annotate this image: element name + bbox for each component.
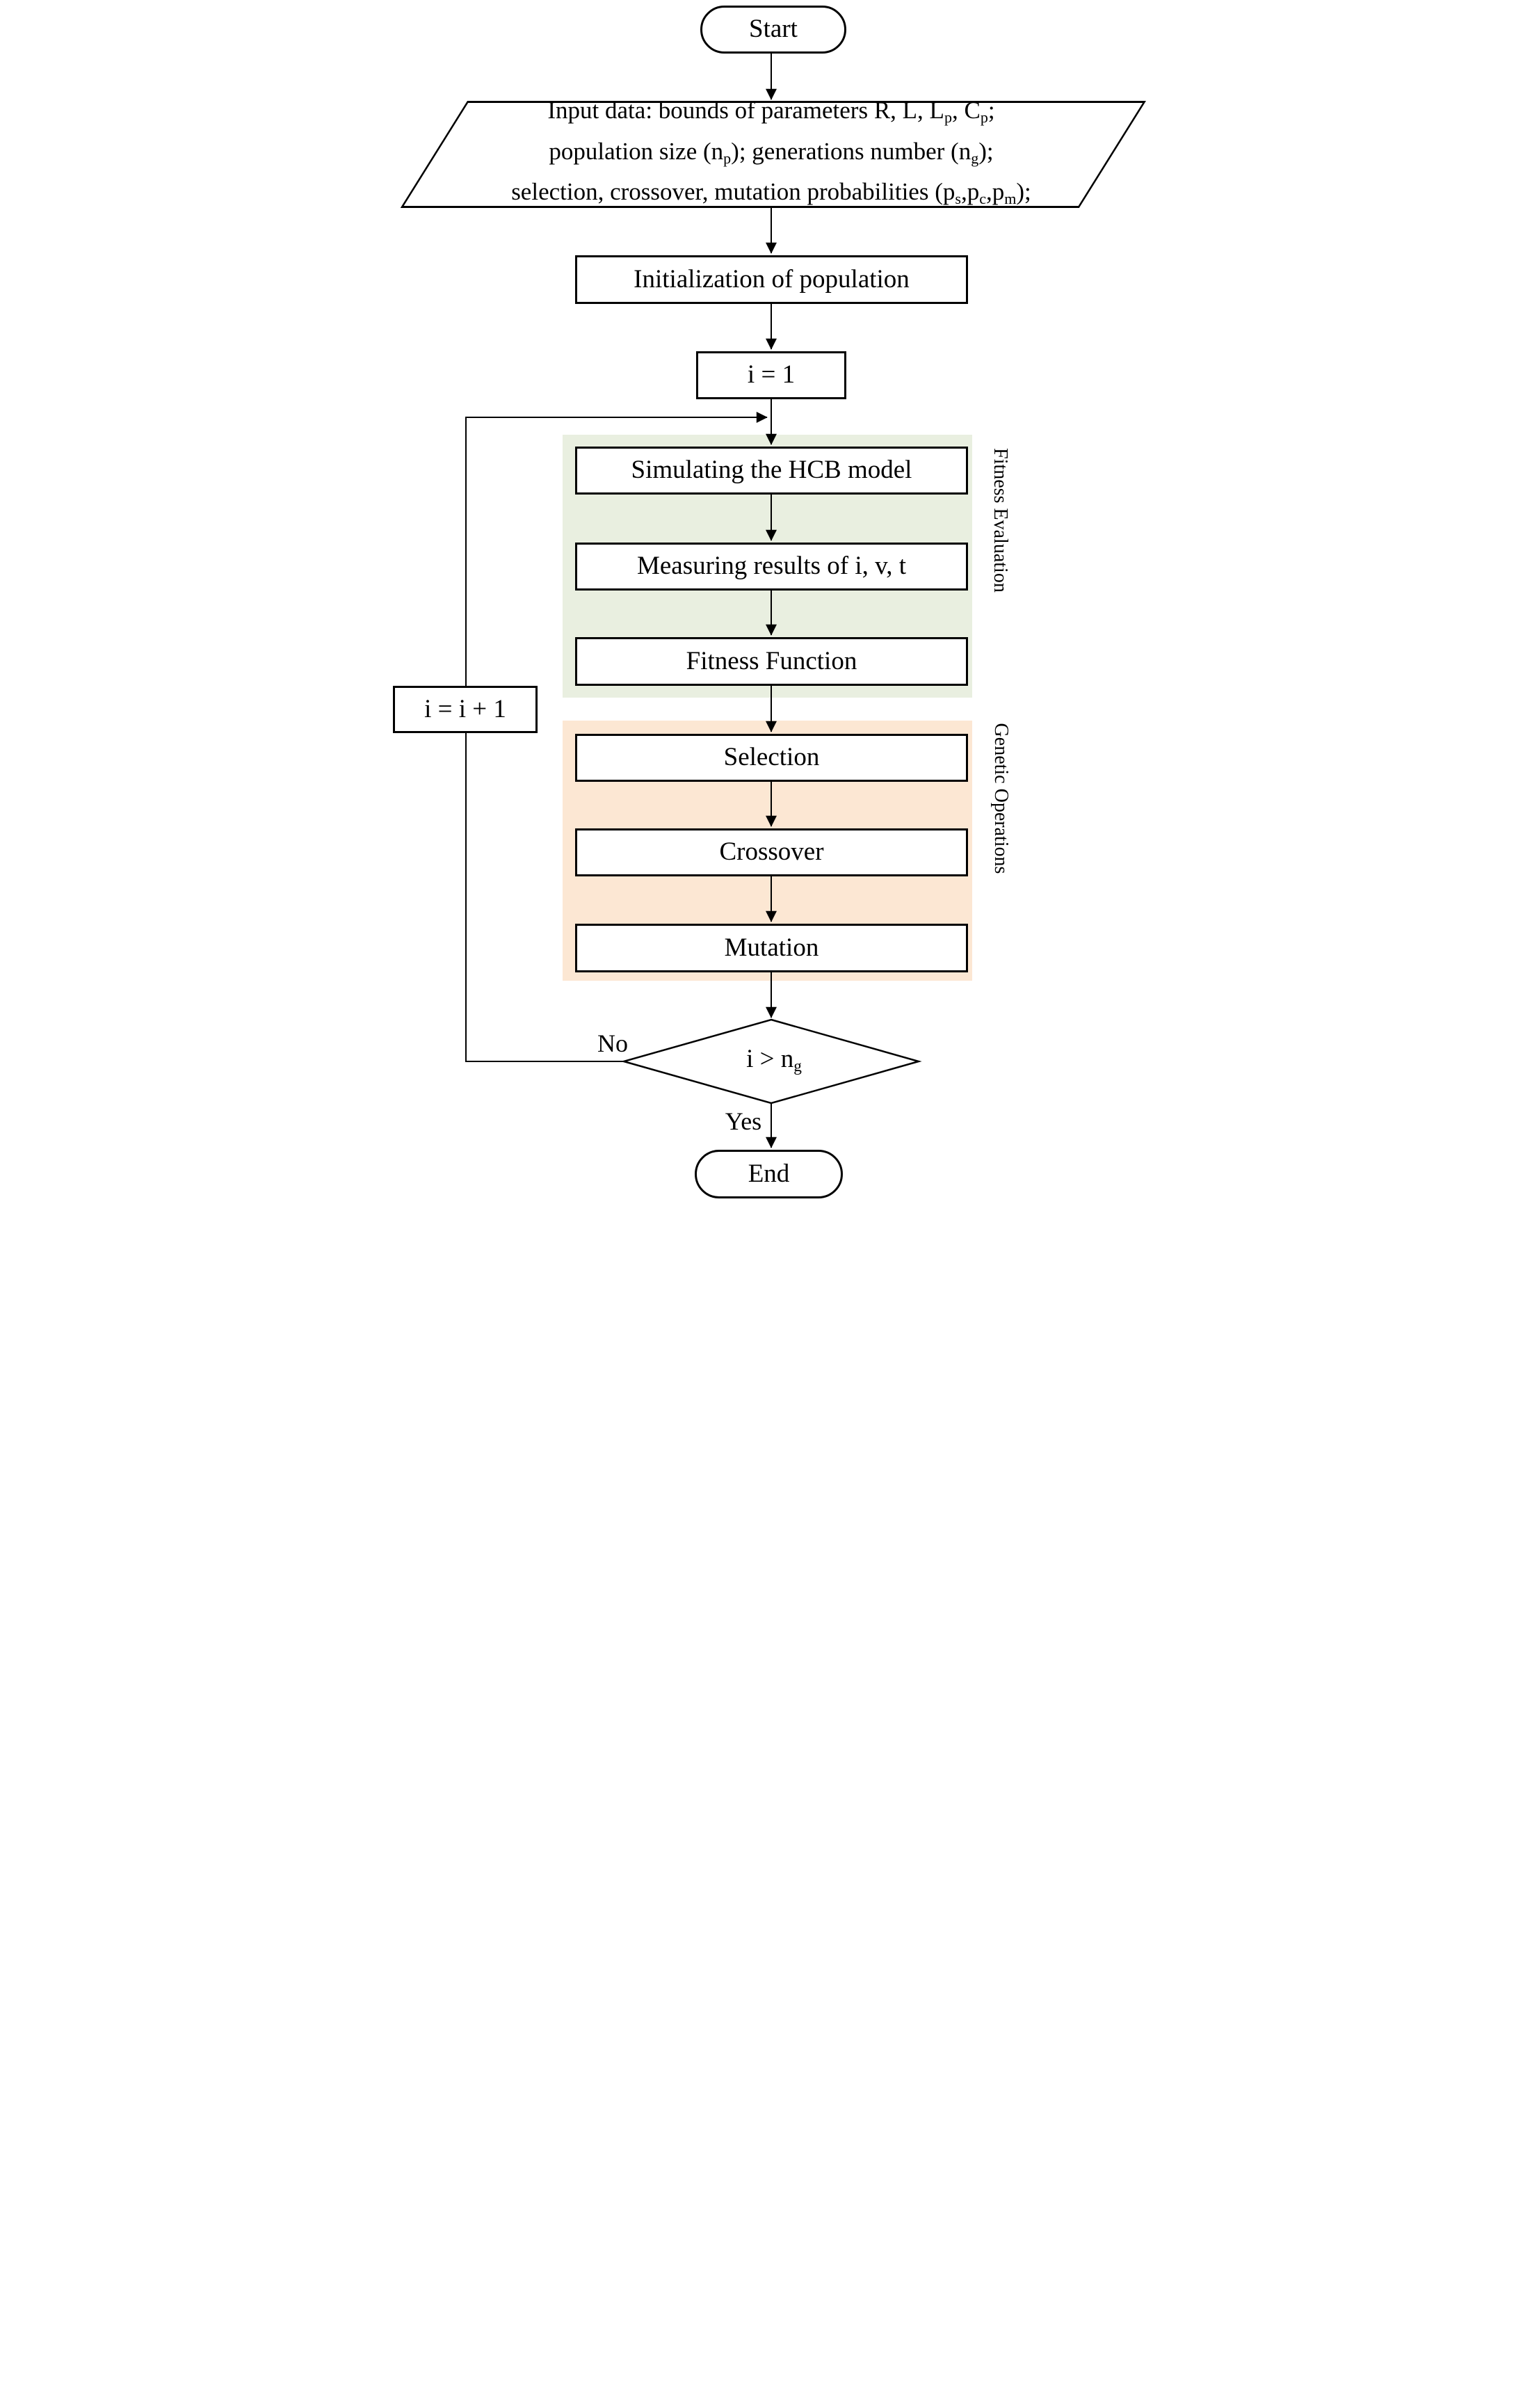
node-simulating-hcb-model: Simulating the HCB model [575, 447, 968, 495]
crossover-label: Crossover [719, 837, 824, 867]
node-crossover: Crossover [575, 828, 968, 876]
edge-label-yes: Yes [725, 1107, 762, 1135]
end-label: End [748, 1159, 790, 1188]
node-start: Start [700, 6, 846, 54]
genetic-operations-label: Genetic Operations [990, 723, 1012, 874]
measuring-label: Measuring results of i, v, t [636, 552, 907, 581]
fitness-function-label: Fitness Function [686, 646, 857, 675]
input-line-2: population size (np); generations number… [549, 137, 994, 167]
start-label: Start [749, 15, 798, 44]
node-end: End [695, 1150, 843, 1198]
node-selection: Selection [575, 734, 968, 782]
node-decision: i > ng [746, 1044, 802, 1076]
simulating-label: Simulating the HCB model [631, 456, 912, 485]
increment-label: i = i + 1 [424, 694, 506, 723]
mutation-label: Mutation [724, 933, 819, 962]
selection-label: Selection [723, 743, 820, 772]
node-input: Input data: bounds of parameters R, L, L… [424, 97, 1119, 208]
node-counter-init: i = 1 [696, 351, 846, 399]
node-mutation: Mutation [575, 924, 968, 972]
counter-init-label: i = 1 [747, 360, 796, 390]
loop-no-path [465, 412, 768, 1062]
connector-layer [465, 54, 922, 1148]
input-line-3: selection, crossover, mutation probabili… [511, 178, 1031, 208]
input-line-1: Input data: bounds of parameters R, L, L… [547, 96, 995, 126]
flowchart-canvas: Start Input data: bounds of parameters R… [383, 0, 1149, 1204]
node-decision-shape [620, 1018, 922, 1105]
initialization-label: Initialization of population [634, 264, 910, 294]
fitness-evaluation-label: Fitness Evaluation [990, 448, 1011, 593]
node-measuring-results: Measuring results of i, v, t [575, 543, 968, 591]
edge-label-no: No [597, 1029, 628, 1057]
node-initialization: Initialization of population [575, 255, 968, 304]
node-fitness-function: Fitness Function [575, 637, 968, 686]
node-increment: i = i + 1 [393, 686, 538, 733]
